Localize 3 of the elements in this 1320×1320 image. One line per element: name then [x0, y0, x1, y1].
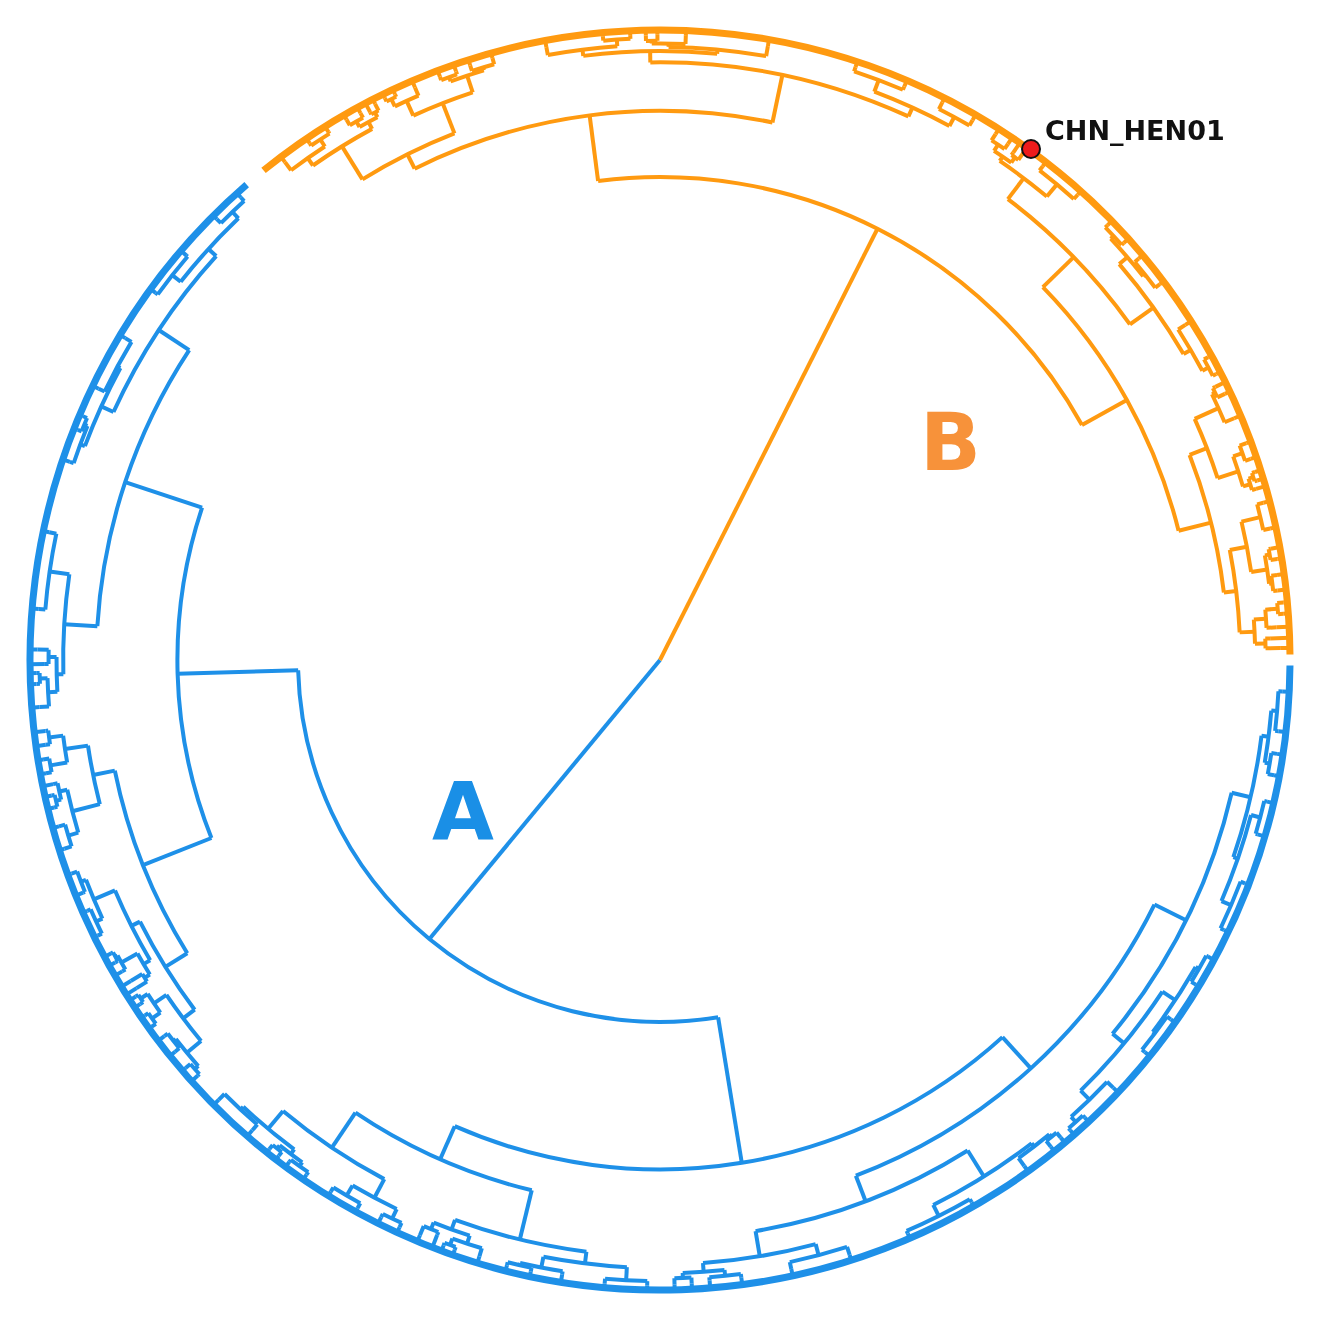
leaf-label: CHN_HEN01 — [1045, 117, 1225, 144]
clade-label: B — [920, 403, 981, 483]
clade-label: A — [432, 773, 494, 853]
